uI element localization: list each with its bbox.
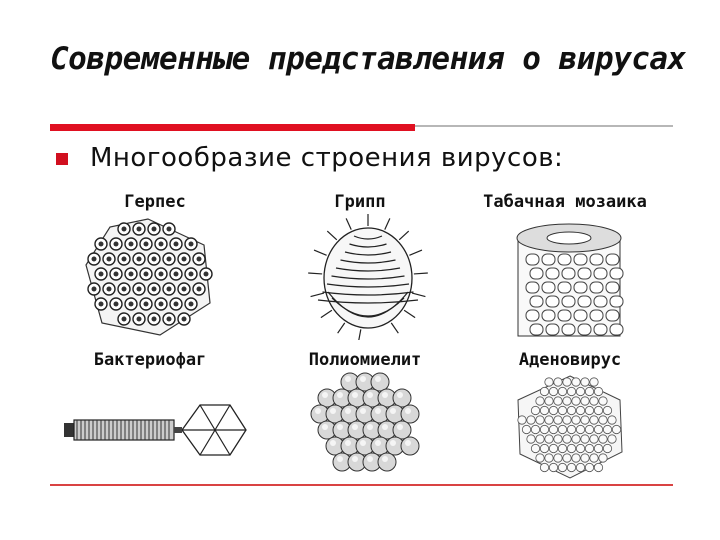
- adenovirus-illustration: [517, 375, 623, 479]
- herpes-virus-illustration: [85, 218, 213, 336]
- label-adenovirus: Аденовирус: [518, 350, 622, 370]
- bacteriophage-illustration: [64, 404, 247, 456]
- label-herpes: Герпес: [124, 192, 186, 212]
- tobacco-mosaic-virus-illustration: [516, 223, 624, 337]
- title-underline-line: [415, 125, 673, 127]
- square-bullet-icon: [56, 153, 68, 165]
- label-bacteriophage: Бактериофаг: [93, 350, 207, 370]
- poliovirus-illustration: [310, 372, 420, 472]
- label-poliomyelitis: Полиомиелит: [308, 350, 422, 370]
- influenza-virus-illustration: [308, 214, 428, 340]
- title-underline-accent: [50, 124, 415, 131]
- label-tobacco-mosaic: Табачная мозаика: [483, 192, 647, 212]
- label-influenza: Грипп: [334, 192, 386, 212]
- slide-title: Современные представления о вирусах: [50, 41, 686, 77]
- bottom-rule: [50, 484, 673, 486]
- bullet-text: Многообразие строения вирусов:: [90, 143, 564, 173]
